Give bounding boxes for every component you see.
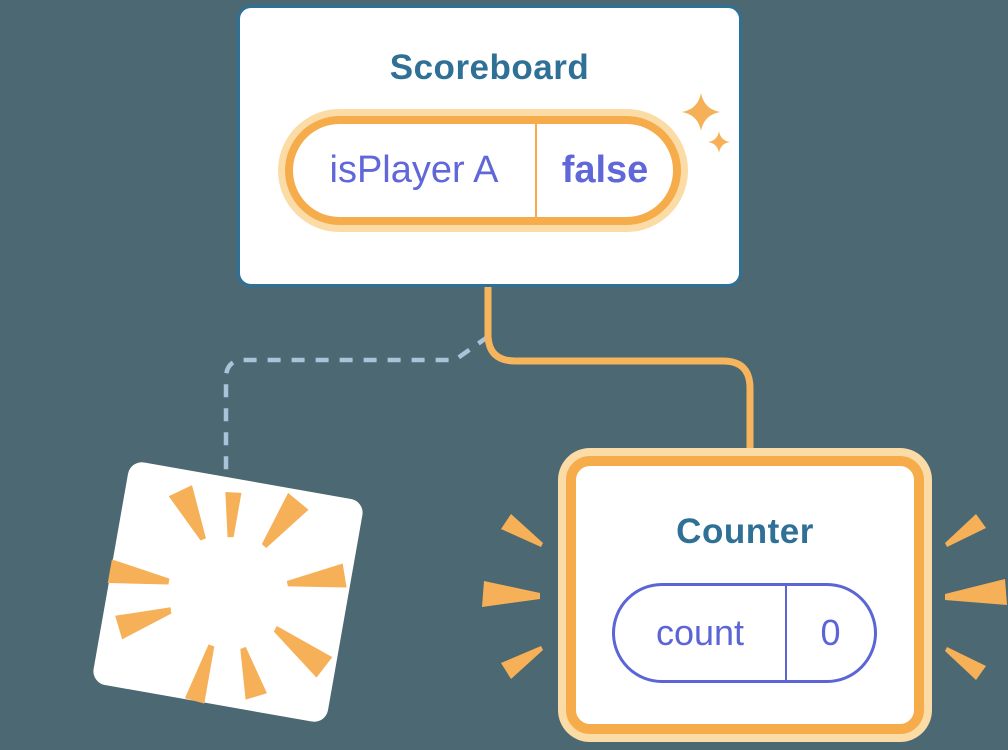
sparkle-small-icon — [708, 131, 730, 153]
poof-ray — [240, 646, 267, 700]
poof-ray — [286, 563, 347, 588]
removed-branch-dashed-connector — [223, 334, 491, 470]
sparkle-large-icon — [682, 93, 720, 131]
sparkle-icon — [682, 93, 730, 153]
active-branch-connector — [484, 280, 754, 456]
poof-ray — [168, 485, 206, 541]
destroyed-card-body — [93, 462, 363, 722]
highlight-ray — [501, 514, 543, 547]
poof-ray — [107, 559, 170, 585]
poof-ray — [261, 492, 309, 548]
highlight-ray — [945, 514, 986, 547]
highlight-burst-icon — [482, 514, 1007, 680]
highlight-ray — [482, 581, 540, 607]
pill-divider — [535, 124, 537, 217]
state-value-label: false — [561, 149, 649, 191]
counter-title: Counter — [676, 512, 814, 551]
counter-state-pill: count 0 — [612, 583, 877, 683]
highlight-ray — [945, 647, 986, 680]
scoreboard-state-pill: isPlayer A false — [285, 116, 681, 225]
destroyed-component-card — [93, 462, 363, 722]
counter-card: Counter count 0 — [566, 456, 924, 734]
state-name-label: isPlayer A — [329, 149, 499, 191]
poof-burst-icon — [107, 485, 347, 704]
poof-ray — [273, 625, 333, 678]
count-name-label: count — [655, 612, 745, 653]
poof-ray — [115, 607, 172, 640]
highlight-ray — [501, 646, 543, 679]
poof-ray — [184, 644, 215, 704]
poof-ray — [225, 492, 242, 538]
scoreboard-title: Scoreboard — [389, 48, 590, 87]
count-value-label: 0 — [820, 612, 841, 653]
scoreboard-card: Scoreboard isPlayer A false — [237, 5, 742, 287]
pill-divider — [785, 586, 787, 680]
highlight-ray — [945, 579, 1007, 605]
